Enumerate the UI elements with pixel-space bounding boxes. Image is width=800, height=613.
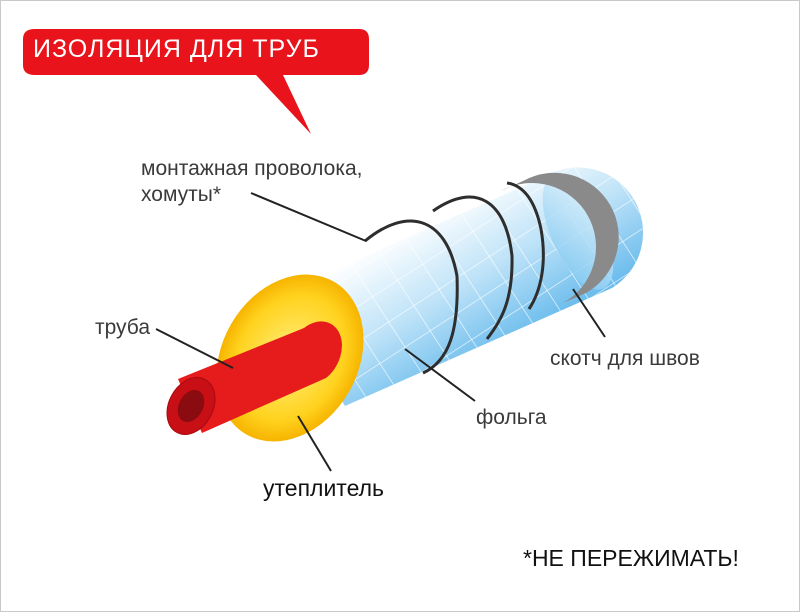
label-foil: фольга	[476, 406, 547, 429]
label-wire-line2: хомуты*	[141, 183, 222, 206]
speech-bubble-icon	[23, 29, 369, 134]
wire-clamps	[364, 181, 545, 375]
page-title: ИЗОЛЯЦИЯ ДЛЯ ТРУБ	[33, 35, 320, 63]
pipe-body	[178, 321, 342, 433]
leader-lines	[155, 192, 606, 472]
label-wire-line1: монтажная проволока,	[141, 157, 363, 180]
label-tape: скотч для швов	[550, 347, 700, 370]
footnote: *НЕ ПЕРЕЖИМАТЬ!	[523, 545, 739, 571]
label-wire: монтажная проволока, хомуты*	[141, 156, 363, 208]
label-pipe: труба	[95, 316, 151, 339]
pipe-opening	[177, 389, 205, 423]
label-insulation: утеплитель	[263, 475, 384, 501]
seam-tape	[501, 172, 619, 303]
